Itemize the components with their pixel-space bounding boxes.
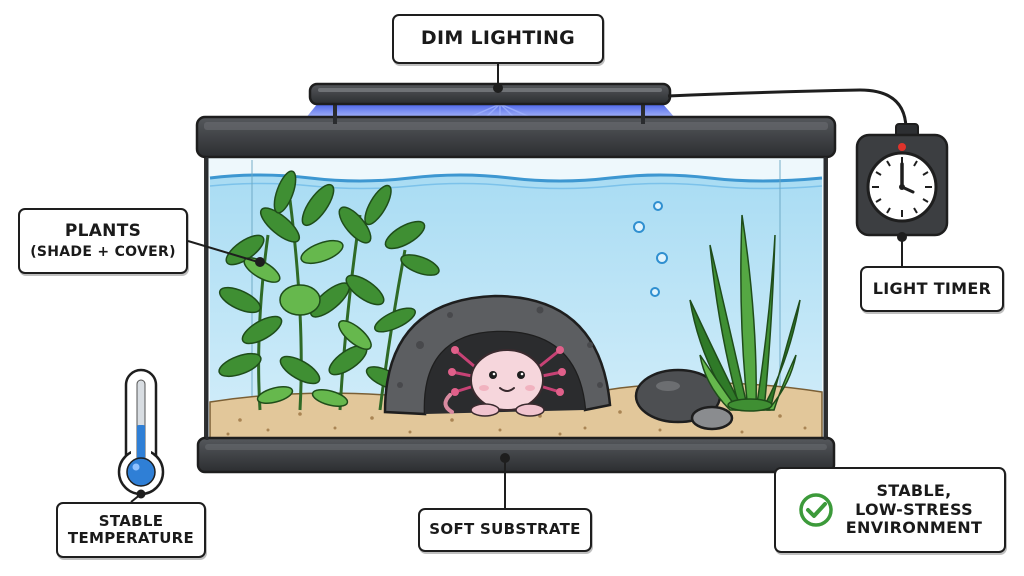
led-light-bar-icon — [308, 82, 672, 124]
plants-right — [689, 214, 801, 412]
leader-lines — [130, 64, 907, 508]
light-timer-label: LIGHT TIMER — [860, 266, 1004, 312]
power-cord — [667, 88, 908, 129]
plants-label: PLANTS (SHADE + COVER) — [18, 208, 188, 274]
tank-base — [196, 436, 836, 474]
dim-lighting-label: DIM LIGHTING — [392, 14, 604, 64]
plants-title: PLANTS — [64, 220, 142, 241]
bubbles — [633, 201, 668, 297]
stable-temperature-line2: TEMPERATURE — [67, 529, 195, 547]
environment-label: STABLE, LOW-STRESS ENVIRONMENT — [774, 467, 1006, 553]
rocks — [634, 368, 734, 431]
environment-line2: LOW-STRESS — [855, 499, 973, 519]
light-timer-text: LIGHT TIMER — [872, 278, 992, 298]
environment-line3: ENVIRONMENT — [845, 518, 983, 538]
soft-substrate-label: SOFT SUBSTRATE — [418, 508, 592, 552]
environment-line1: STABLE, — [876, 481, 952, 501]
soft-substrate-text: SOFT SUBSTRATE — [429, 520, 581, 539]
environment-text: STABLE, LOW-STRESS ENVIRONMENT — [845, 481, 983, 538]
checkmark-circle-icon — [799, 493, 833, 527]
stable-temperature-line1: STABLE — [98, 511, 164, 530]
plants-subtitle: (SHADE + COVER) — [30, 244, 176, 261]
timer-clock-icon — [855, 123, 949, 237]
dim-lighting-text: DIM LIGHTING — [420, 27, 576, 50]
stable-temperature-label: STABLE TEMPERATURE — [56, 502, 206, 558]
axolotl-icon — [443, 346, 566, 417]
thermometer-icon — [117, 368, 165, 496]
